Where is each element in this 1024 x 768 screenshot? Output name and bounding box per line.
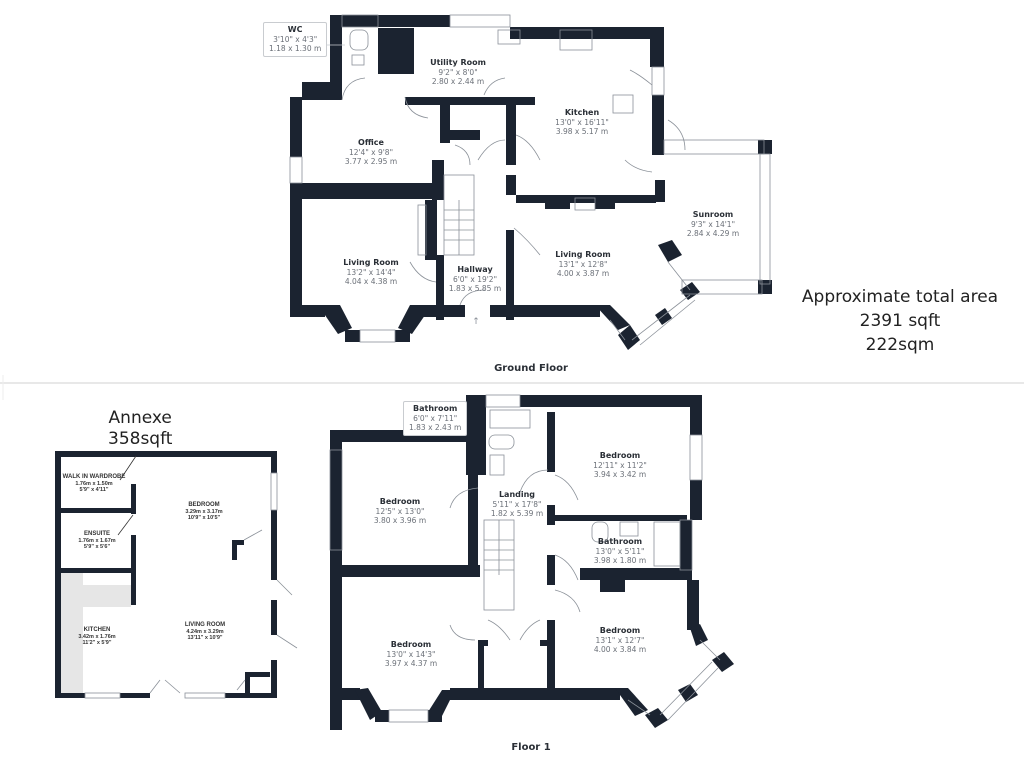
room-label-bathroom-1: Bathroom 6'0" x 7'11" 1.83 x 2.43 m <box>403 401 468 436</box>
annexe-label-ensuite: ENSUITE 1.76m x 1.67m 5'9" x 5'6" <box>78 531 116 551</box>
wall <box>330 15 450 27</box>
room-label-bedroom-3: Bedroom 13'0" x 14'3" 3.97 x 4.37 m <box>384 640 438 669</box>
annexe-name: Annexe <box>108 408 172 428</box>
annexe-area: 358sqft <box>108 429 173 449</box>
floor-title-first: Floor 1 <box>511 742 551 753</box>
room-label-wc: WC 3'10" x 4'3" 1.18 x 1.30 m <box>263 22 328 57</box>
floor-title-ground: Ground Floor <box>494 363 568 374</box>
annexe-label-walk-in-wardrobe: WALK IN WARDROBE 1.76m x 1.50m 5'9" x 4'… <box>62 474 126 494</box>
total-area: Approximate total area 2391 sqft 222sqm <box>800 285 1000 357</box>
room-label-bedroom-4: Bedroom 13'1" x 12'7" 4.00 x 3.84 m <box>593 626 647 655</box>
annexe-label-bedroom: BEDROOM 3.29m x 3.17m 10'9" x 10'5" <box>185 502 223 522</box>
room-label-sunroom: Sunroom 9'3" x 14'1" 2.84 x 4.29 m <box>686 210 740 239</box>
svg-text:↑: ↑ <box>472 317 480 327</box>
room-label-living-room-1: Living Room 13'2" x 14'4" 4.04 x 4.38 m <box>343 258 399 287</box>
total-area-sqm: 222sqm <box>865 335 935 355</box>
room-label-kitchen: Kitchen 13'0" x 16'11" 3.98 x 5.17 m <box>555 108 609 137</box>
room-label-landing: Landing 5'11" x 17'8" 1.82 x 5.39 m <box>490 490 544 519</box>
annexe-label-living-room: LIVING ROOM 4.24m x 3.29m 13'11" x 10'9" <box>184 622 226 642</box>
room-label-living-room-2: Living Room 13'1" x 12'8" 4.00 x 3.87 m <box>555 250 611 279</box>
room-label-bedroom-2: Bedroom 12'5" x 13'0" 3.80 x 3.96 m <box>373 497 427 526</box>
annexe-label-kitchen: KITCHEN 3.42m x 1.76m 11'2" x 5'9" <box>78 627 116 647</box>
annexe-title: Annexe 358sqft <box>108 408 172 450</box>
room-label-office: Office 12'4" x 9'8" 3.77 x 2.95 m <box>344 138 398 167</box>
room-label-hallway: Hallway 6'0" x 19'2" 1.83 x 5.85 m <box>448 265 502 294</box>
room-label-bedroom-1: Bedroom 12'11" x 11'2" 3.94 x 3.42 m <box>593 451 647 480</box>
room-label-bathroom-2: Bathroom 13'0" x 5'11" 3.98 x 1.80 m <box>593 537 647 566</box>
wall <box>510 27 660 39</box>
total-area-label: Approximate total area <box>801 287 999 307</box>
room-label-utility-room: Utility Room 9'2" x 8'0" 2.80 x 2.44 m <box>430 58 486 87</box>
total-area-sqft: 2391 sqft <box>859 311 941 331</box>
